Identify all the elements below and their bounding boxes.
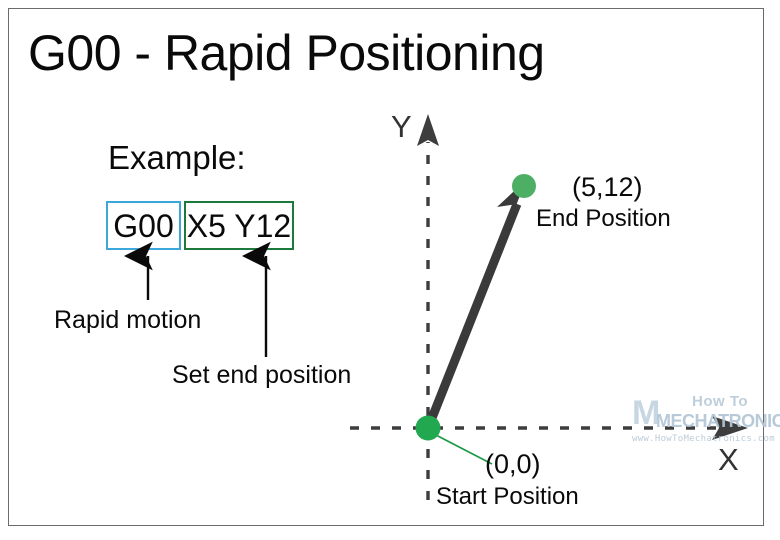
- code-box-rapid-command-text: G00: [113, 207, 174, 244]
- start-position-leader-line: [433, 433, 493, 465]
- start-position-coords: (0,0): [485, 449, 541, 479]
- end-position-caption: End Position: [536, 205, 671, 232]
- x-axis-arrowhead: [712, 416, 748, 440]
- start-position-caption: Start Position: [436, 483, 579, 510]
- example-label: Example:: [108, 139, 246, 176]
- end-position-coords: (5,12): [572, 172, 643, 202]
- motion-arrow-shaft: [423, 202, 522, 430]
- x-axis-label: X: [718, 442, 739, 477]
- start-position-dot: [415, 415, 441, 441]
- y-axis-label: Y: [391, 109, 412, 144]
- end-position-dot: [512, 174, 536, 198]
- code-box-coordinates: X5 Y12: [184, 201, 294, 250]
- callout-set-end-position: Set end position: [172, 361, 352, 389]
- code-box-coordinates-text: X5 Y12: [186, 207, 292, 244]
- page-title: G00 - Rapid Positioning: [28, 25, 545, 81]
- callout-rapid-motion: Rapid motion: [54, 306, 202, 334]
- y-axis-arrowhead: [417, 114, 439, 146]
